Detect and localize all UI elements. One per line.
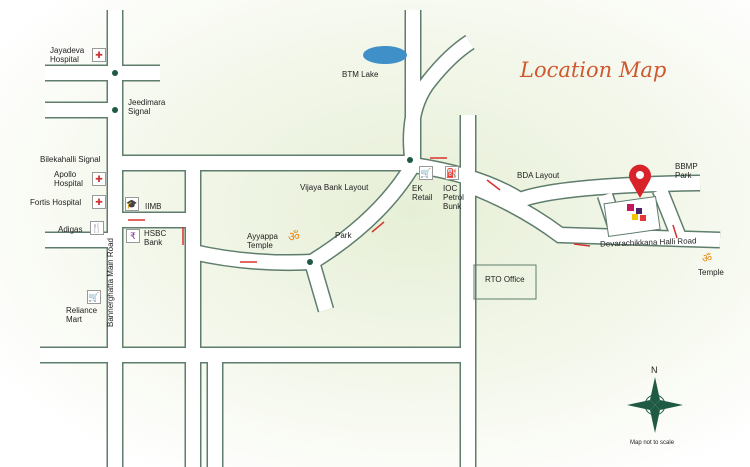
fuel-pump-icon: ⛽ — [445, 166, 459, 180]
restaurant-icon: 🍴 — [90, 221, 104, 235]
label-iimb: IIMB — [145, 202, 162, 211]
graduation-cap-icon: 🎓 — [125, 197, 139, 211]
hospital-icon: ✚ — [92, 195, 106, 209]
label-fortis-hospital: Fortis Hospital — [30, 198, 82, 207]
direction-arrows — [128, 157, 678, 263]
label-temple: Temple — [698, 268, 724, 277]
label-jayadeva-hospital: Jayadeva Hospital — [50, 46, 85, 64]
compass-icon — [627, 377, 683, 433]
label-rto-office: RTO Office — [485, 275, 525, 284]
label-bannerghatta-main-road: Bannerghatta Main Road — [105, 238, 115, 327]
label-bda-layout: BDA Layout — [517, 171, 560, 180]
cart-icon: 🛒 — [419, 166, 433, 180]
label-bilekahalli-signal: Bilekahalli Signal — [40, 155, 101, 164]
btm-lake — [363, 46, 407, 64]
label-btm-lake: BTM Lake — [342, 70, 379, 79]
label-adigas: Adigas — [58, 225, 83, 234]
label-hsbc-bank: HSBC Bank — [144, 229, 167, 247]
location-pin-icon — [628, 164, 652, 198]
label-vijaya-bank-layout: Vijaya Bank Layout — [300, 183, 369, 192]
label-ayyappa-temple: Ayyappa Temple — [247, 232, 278, 250]
label-bbmp-park: BBMP Park — [675, 162, 698, 180]
label-park: Park — [335, 231, 352, 240]
hospital-icon: ✚ — [92, 48, 106, 62]
om-icon: ॐ — [288, 229, 300, 244]
label-apollo-hospital: Apollo Hospital — [54, 170, 83, 188]
compass-north-label: N — [651, 365, 658, 375]
label-jeedimara-signal: Jeedimara Signal — [128, 98, 166, 116]
cart-icon: 🛒 — [87, 290, 101, 304]
property-logo — [627, 204, 646, 221]
hospital-icon: ✚ — [92, 172, 106, 186]
label-ioc-petrol-bunk: IOC Petrol Bunk — [443, 184, 464, 211]
map-title: Location Map — [520, 58, 667, 82]
label-map-not-to-scale: Map not to scale — [630, 440, 675, 446]
label-reliance-mart: Reliance Mart — [66, 306, 98, 324]
label-ek-retail: EK Retail — [412, 184, 433, 202]
rupee-icon: ₹ — [126, 229, 140, 243]
rto-office-block — [473, 264, 537, 300]
signal-dots — [112, 70, 413, 265]
om-icon: ॐ — [702, 253, 713, 265]
